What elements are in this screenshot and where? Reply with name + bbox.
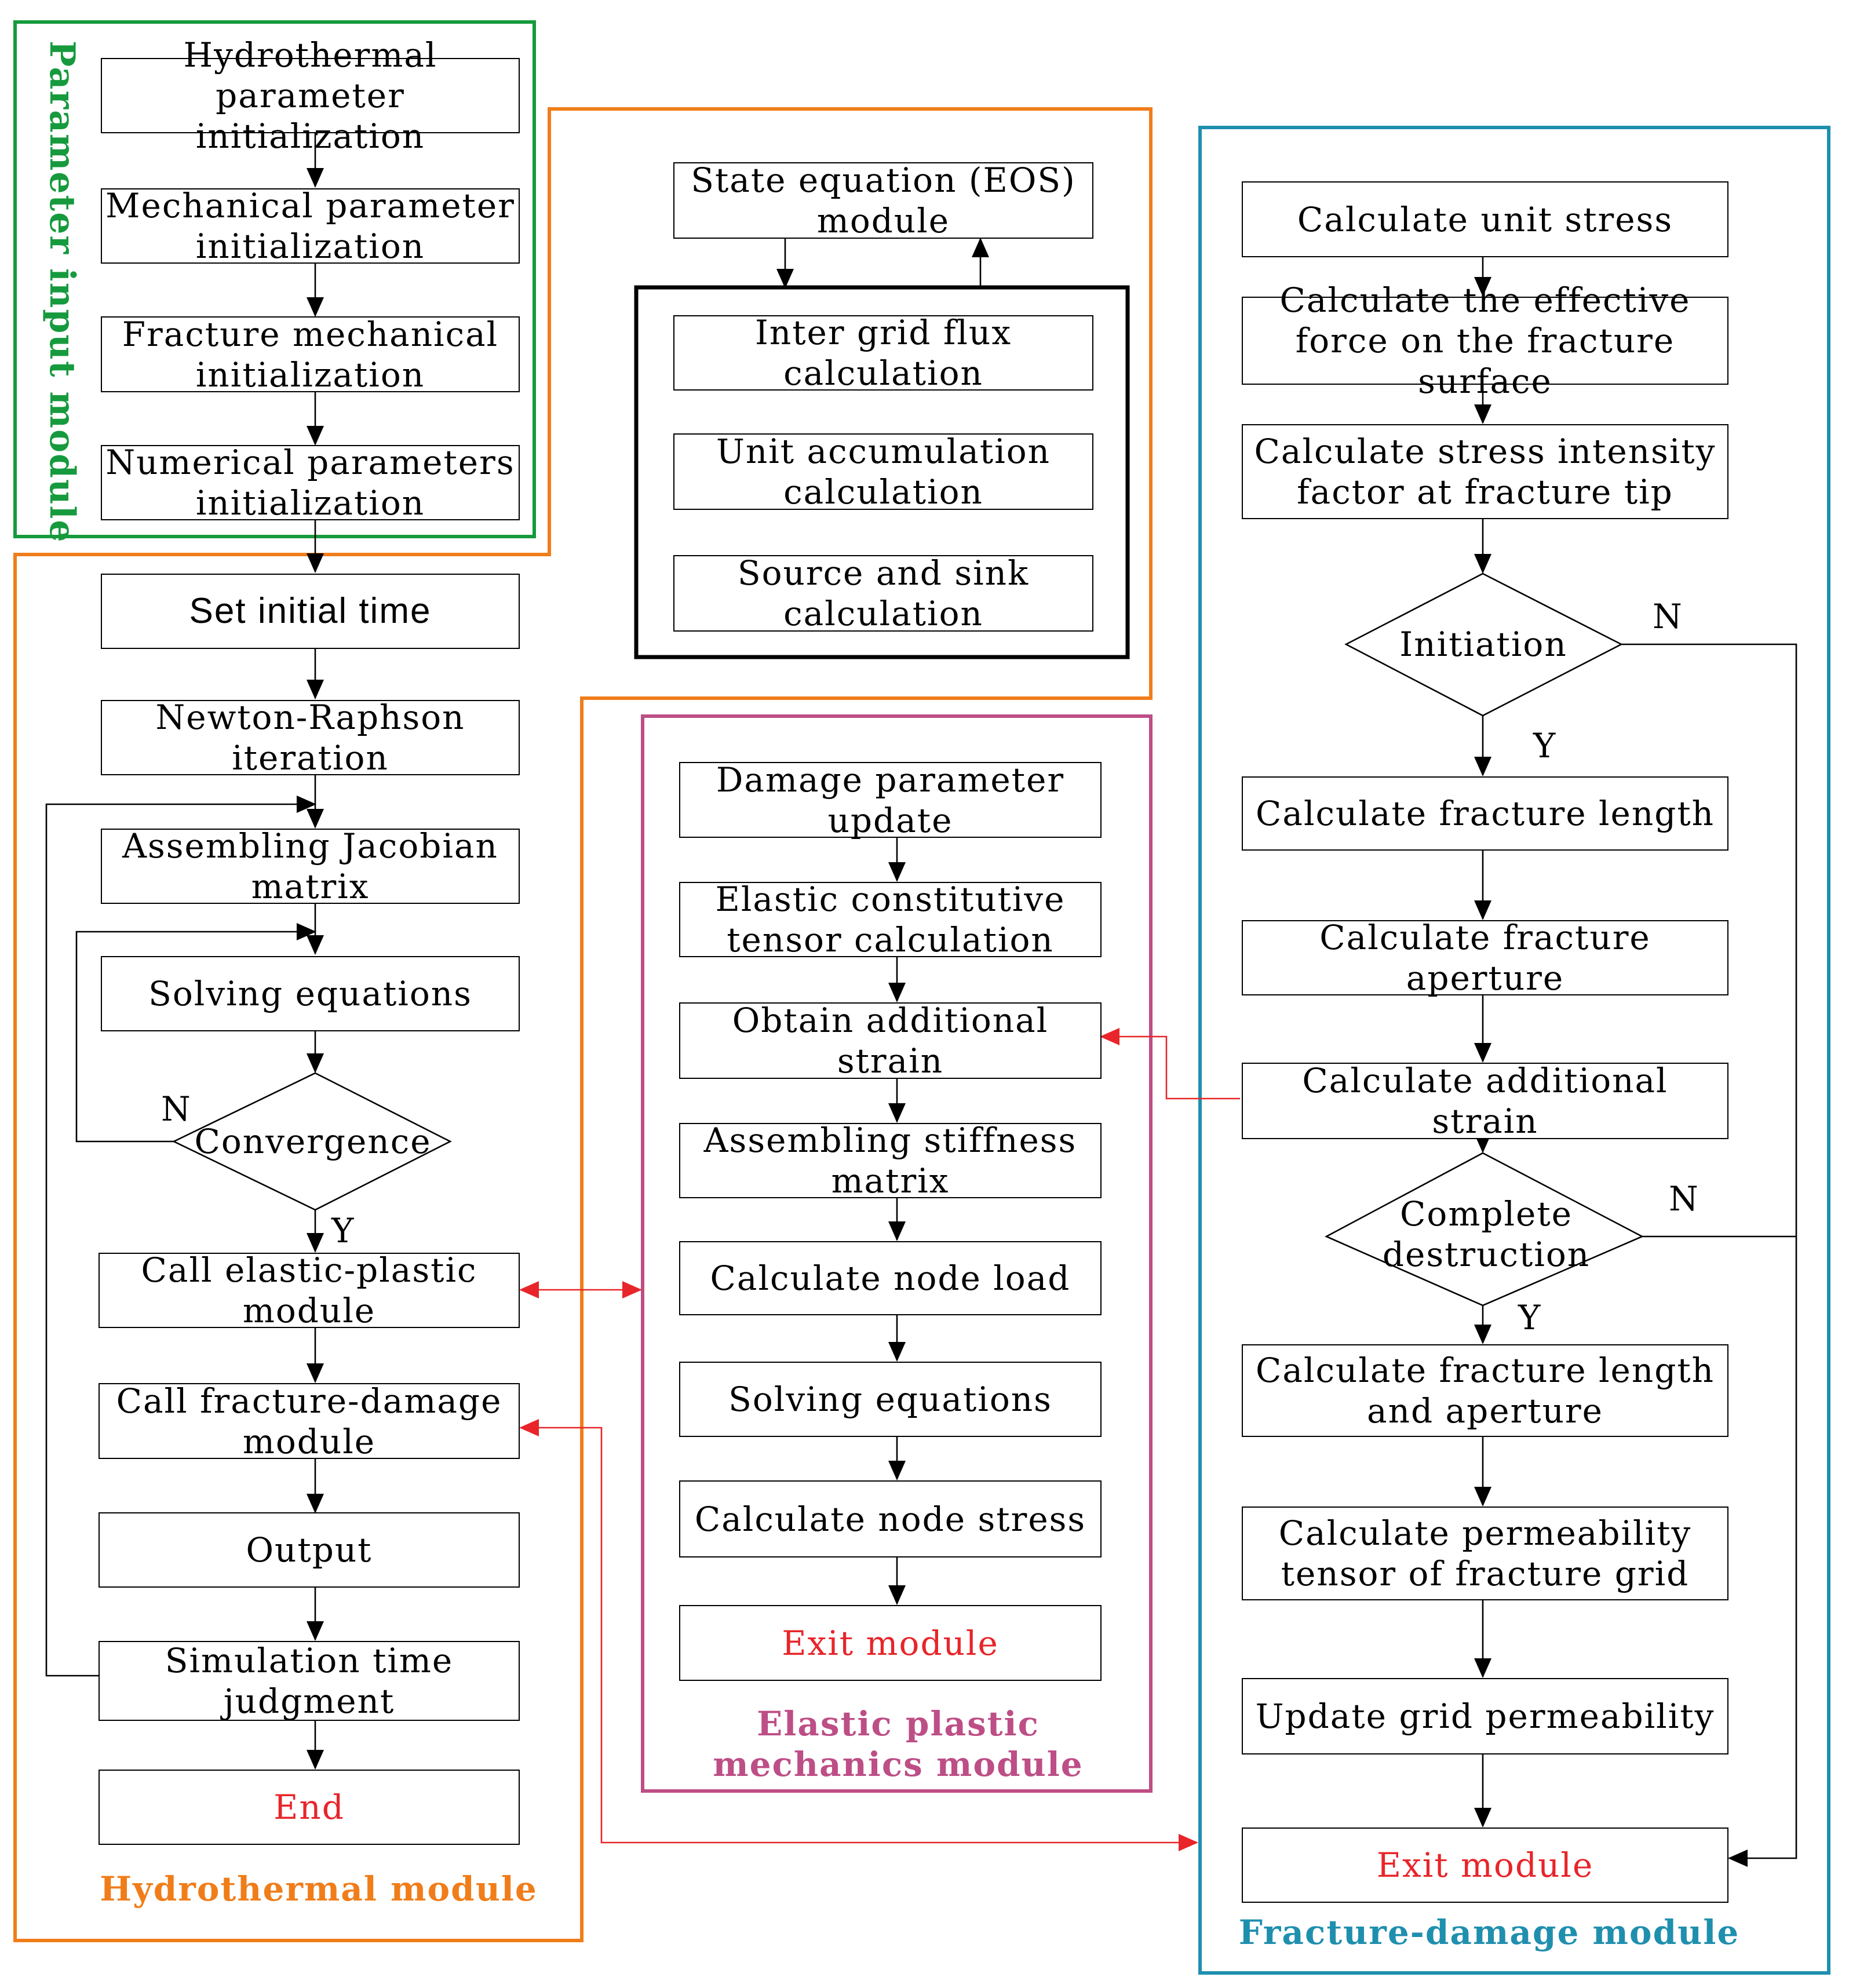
unit-accumulation-box: Unit accumulation calculation [673,432,1093,512]
red-link-fracture [519,1419,1198,1851]
assembling-stiffness-matrix-box: Assembling stiffness matrix [679,1121,1102,1201]
hydrothermal-parameter-init-box: Hydrothermal parameter initialization [101,35,520,156]
parameter-input-module-title: Parameter input module [42,41,82,543]
loop-simulation-time [45,796,316,1677]
stress-intensity-factor-box: Calculate stress intensity factor at fra… [1242,424,1728,519]
fracture-mechanical-init-box: Fracture mechanical initialization [101,315,520,395]
effective-force-box: Calculate the effective force on the fra… [1242,280,1728,401]
calculate-node-stress-box: Calculate node stress [679,1480,1102,1557]
calculate-fracture-length-box: Calculate fracture length [1242,776,1728,851]
simulation-time-judgment-box: Simulation time judgment [99,1641,520,1721]
update-grid-permeability-box: Update grid permeability [1242,1678,1728,1754]
destruction-n-label: N [1669,1179,1698,1219]
state-equation-eos-box: State equation (EOS) module [673,161,1093,240]
inter-grid-flux-box: Inter grid flux calculation [673,313,1093,393]
source-sink-box: Source and sink calculation [673,553,1093,633]
call-fracture-damage-box: Call fracture-damage module [99,1381,520,1461]
destruction-y-label: Y [1518,1298,1541,1337]
loop-convergence-n [75,923,316,1143]
calculate-unit-stress-box: Calculate unit stress [1242,181,1728,257]
calculate-fracture-aperture-box: Calculate fracture aperture [1242,918,1728,998]
convergence-label: Convergence [194,1122,432,1161]
calculate-node-load-box: Calculate node load [679,1241,1102,1315]
parameter-input-module-border [13,20,536,538]
solving-equations-box: Solving equations [101,956,520,1031]
initiation-y-label: Y [1533,726,1556,765]
set-initial-time-box: Set initial time [101,574,520,649]
assembling-jacobian-box: Assembling Jacobian matrix [101,826,520,906]
complete-destruction-label: Complete destruction [1382,1194,1591,1274]
convergence-y-label: Y [331,1211,354,1250]
elastic-constitutive-tensor-box: Elastic constitutive tensor calculation [679,880,1102,960]
permeability-tensor-box: Calculate permeability tensor of fractur… [1242,1506,1728,1600]
initiation-label: Initiation [1399,625,1567,664]
fracture-damage-module-border [1198,126,1830,1975]
red-link-strain [1100,1028,1240,1100]
elastic-plastic-module-title: Elastic plastic mechanics module [713,1704,1084,1784]
initiation-n-path [1621,643,1797,1867]
hydrothermal-module-border [13,107,1153,1942]
calculate-additional-strain-box: Calculate additional strain [1242,1061,1728,1141]
elastic-exit-module-box: Exit module [679,1605,1102,1681]
end-box: End [99,1770,520,1845]
mechanical-parameter-init-box: Mechanical parameter initialization [101,186,520,266]
damage-parameter-update-box: Damage parameter update [679,760,1102,840]
eos-group-border [634,285,1130,659]
newton-raphson-box: Newton-Raphson iteration [101,698,520,778]
elastic-solving-equations-box: Solving equations [679,1362,1102,1437]
fracture-exit-module-box: Exit module [1242,1827,1728,1903]
hydrothermal-module-title: Hydrothermal module [100,1869,538,1909]
numerical-parameters-init-box: Numerical parameters initialization [101,443,520,523]
output-box: Output [99,1512,520,1588]
initiation-n-label: N [1653,597,1682,636]
fracture-damage-module-title: Fracture-damage module [1238,1913,1740,1952]
convergence-n-label: N [161,1089,191,1129]
fracture-length-aperture-box: Calculate fracture length and aperture [1242,1344,1728,1437]
obtain-additional-strain-box: Obtain additional strain [679,1001,1102,1081]
call-elastic-plastic-box: Call elastic-plastic module [99,1250,520,1330]
